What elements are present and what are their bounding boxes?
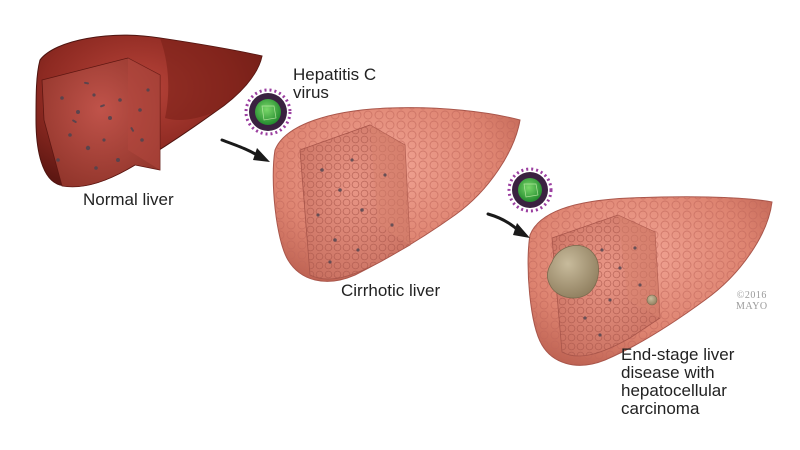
hepatitis-c-virus-particle-2 xyxy=(507,167,553,213)
cirrhotic-liver xyxy=(272,107,521,282)
endstage-liver-vessels xyxy=(583,246,642,337)
cirrhotic-liver-vessels xyxy=(316,158,394,264)
label-endstage-liver: End-stage liver disease with hepatocellu… xyxy=(621,346,734,418)
copyright-mark: ©2016 MAYO xyxy=(736,290,768,312)
label-cirrhotic-liver: Cirrhotic liver xyxy=(341,281,441,300)
label-hepatitis-c-virus-line-1: Hepatitis C xyxy=(293,65,377,84)
label-hepatitis-c-virus: Hepatitis C virus xyxy=(293,66,376,102)
label-endstage-line-4: carcinoma xyxy=(621,399,700,418)
progression-arrow-2 xyxy=(486,212,530,238)
copyright-year: ©2016 xyxy=(736,290,767,301)
normal-liver-vessels xyxy=(56,81,150,170)
normal-liver xyxy=(35,34,263,188)
label-endstage-line-2: disease with xyxy=(621,363,715,382)
progression-arrow-1 xyxy=(220,138,270,162)
hepatitis-c-virus-particle-1 xyxy=(244,88,292,136)
label-hepatitis-c-virus-line-2: virus xyxy=(293,83,329,102)
copyright-owner: MAYO xyxy=(736,301,768,312)
endstage-liver xyxy=(527,196,773,366)
label-endstage-line-1: End-stage liver xyxy=(621,345,735,364)
label-endstage-line-3: hepatocellular xyxy=(621,381,727,400)
label-normal-liver: Normal liver xyxy=(83,190,174,209)
tumor xyxy=(546,245,658,306)
